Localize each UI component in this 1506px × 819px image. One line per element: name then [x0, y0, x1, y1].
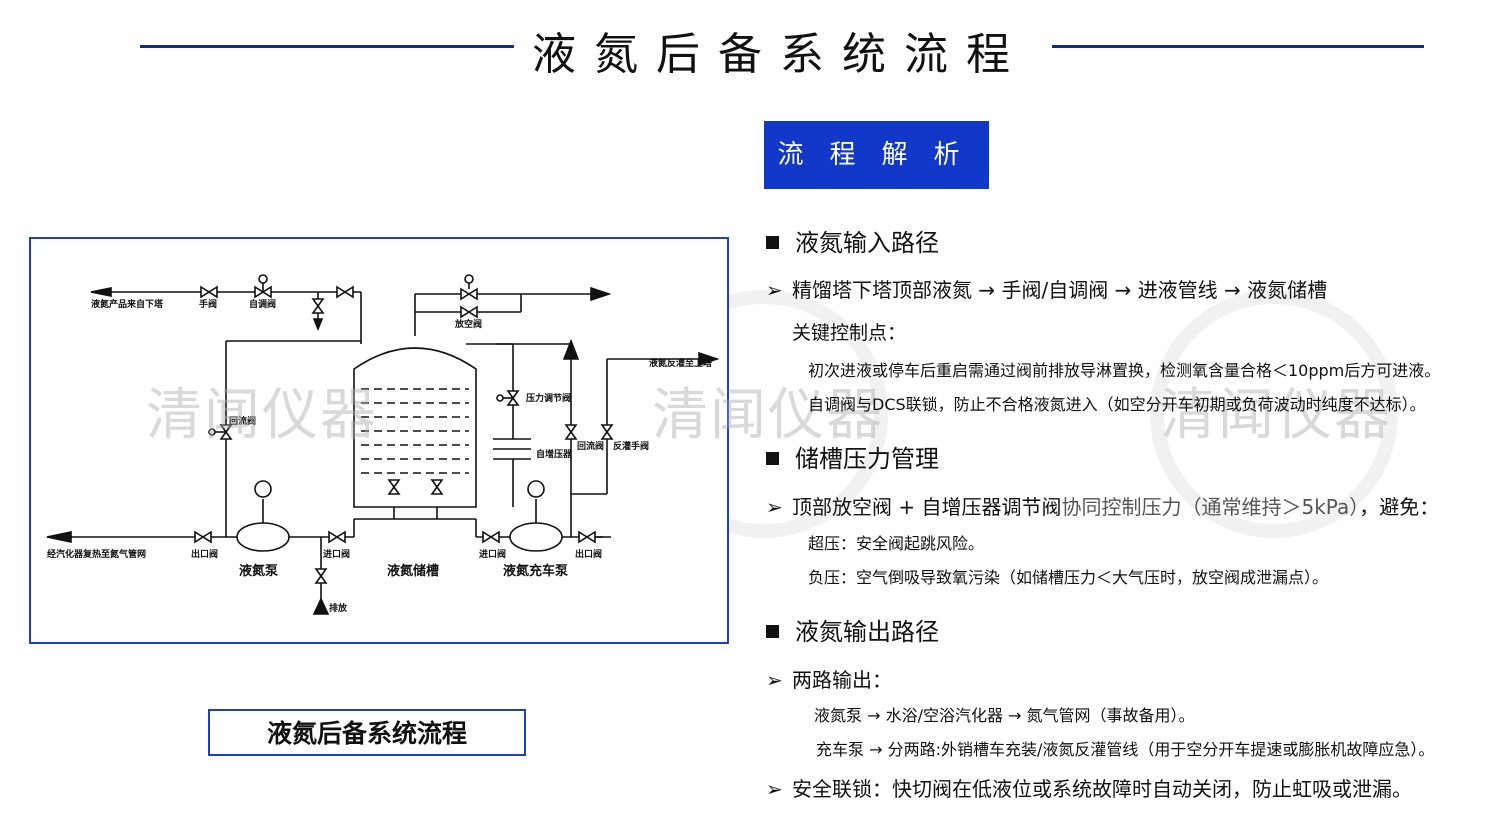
label-pressurizer-valve: 压力调节阀 — [526, 392, 571, 404]
label-to-upper-tower: 液氮反灌至上塔 — [649, 357, 713, 369]
diagram-caption: 液氮后备系统流程 — [208, 709, 526, 756]
label-reflux-valve: 反灌手阀 — [613, 440, 649, 452]
label-pressurizer: 自增压器 — [536, 448, 573, 460]
arrow-bullet-icon: ➢ — [766, 777, 783, 801]
arrow-bullet-icon: ➢ — [766, 668, 783, 692]
label-vent-valve: 放空阀 — [454, 318, 482, 330]
detail-line: 液氮泵 → 水浴/空浴汽化器 → 氮气管网（事故备用）。 — [814, 706, 1195, 725]
bullet-text: 安全联锁：快切阀在低液位或系统故障时自动关闭，防止虹吸或泄漏。 — [792, 777, 1412, 801]
label-return-valve-1: 回流阀 — [229, 415, 256, 427]
process-diagram-svg: 液氮产品来自下塔 手阀 自调阀 放空阀 液氮反灌至上塔 回流阀 压力调节阀 自增… — [46, 274, 720, 615]
label-tank: 液氮储槽 — [387, 563, 439, 579]
watermark-text: 清闻仪器 — [652, 383, 884, 448]
label-inlet-valve-right: 进口阀 — [479, 548, 506, 560]
section-heading-text: 储槽压力管理 — [795, 445, 939, 473]
section-heading-text: 液氮输入路径 — [795, 229, 939, 257]
bullet-input-path: ➢ 精馏塔下塔顶部液氮 → 手阀/自调阀 → 进液管线 → 液氮储槽 — [766, 274, 1327, 303]
section-heading-pressure: 储槽压力管理 — [766, 439, 939, 474]
title-rule-left — [140, 45, 514, 48]
square-bullet-icon — [766, 451, 779, 465]
detail-line: 充车泵 → 分两路:外销槽车充装/液氮反灌管线（用于空分开车提速或膨胀机故障应急… — [816, 740, 1435, 759]
label-pump-right: 液氮充车泵 — [503, 563, 568, 579]
label-inlet-valve-left: 进口阀 — [323, 548, 350, 560]
bullet-output: ➢ 两路输出： — [766, 664, 892, 693]
bullet-text-grey: 协同控制压力（通常维持＞5kPa） — [1061, 495, 1360, 519]
label-to-vaporizer: 经汽化器复热至氮气管网 — [47, 548, 146, 560]
label-manual-valve: 手阀 — [199, 298, 217, 310]
label-return-valve-2: 回流阀 — [577, 440, 604, 452]
bullet-text: 精馏塔下塔顶部液氮 → 手阀/自调阀 → 进液管线 → 液氮储槽 — [792, 278, 1328, 302]
label-drain: 排放 — [329, 602, 348, 614]
label-outlet-valve-left: 出口阀 — [191, 548, 218, 560]
square-bullet-icon — [766, 624, 779, 638]
detail-line: 初次进液或停车后重启需通过阀前排放导淋置换，检测氧含量合格＜10ppm后方可进液… — [808, 361, 1441, 380]
page-title: 液氮后备系统流程 — [532, 29, 1028, 80]
detail-line: 自调阀与DCS联锁，防止不合格液氮进入（如空分开车初期或负荷波动时纯度不达标）。 — [808, 395, 1426, 414]
section-heading-output: 液氮输出路径 — [766, 612, 939, 647]
bullet-safety: ➢ 安全联锁：快切阀在低液位或系统故障时自动关闭，防止虹吸或泄漏。 — [766, 773, 1412, 802]
label-pump-left: 液氮泵 — [239, 563, 278, 579]
title-rule-right — [1052, 45, 1424, 48]
bullet-text-tail: ，避免： — [1359, 495, 1440, 519]
bullet-text: 顶部放空阀 + 自增压器调节阀 — [792, 495, 1062, 519]
detail-line: 超压：安全阀起跳风险。 — [808, 534, 985, 553]
bullet-text: 两路输出： — [792, 668, 892, 692]
label-control-valve: 自调阀 — [249, 298, 276, 310]
label-outlet-valve-right: 出口阀 — [575, 548, 602, 560]
label-source: 液氮产品来自下塔 — [91, 298, 164, 310]
detail-line: 负压：空气倒吸导致氧污染（如储槽压力＜大气压时，放空阀成泄漏点）。 — [808, 568, 1329, 587]
section-heading-text: 液氮输出路径 — [795, 618, 939, 646]
bullet-pressure: ➢ 顶部放空阀 + 自增压器调节阀协同控制压力（通常维持＞5kPa），避免： — [766, 491, 1439, 520]
watermark-text: 清闻仪器 — [146, 383, 378, 448]
arrow-bullet-icon: ➢ — [766, 278, 783, 302]
analysis-tag: 流程解析 — [764, 121, 989, 189]
key-points-label: 关键控制点： — [792, 322, 907, 344]
arrow-bullet-icon: ➢ — [766, 495, 783, 519]
square-bullet-icon — [766, 235, 779, 249]
process-diagram: 液氮产品来自下塔 手阀 自调阀 放空阀 液氮反灌至上塔 回流阀 压力调节阀 自增… — [29, 237, 729, 644]
section-heading-input: 液氮输入路径 — [766, 223, 939, 258]
watermark-text: 清闻仪器 — [1160, 383, 1392, 448]
